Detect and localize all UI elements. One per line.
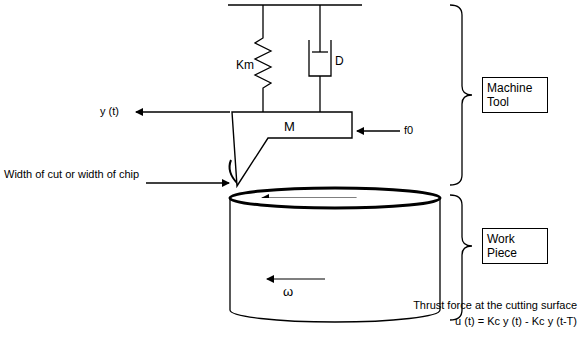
damper-symbol [309, 5, 331, 112]
label-box: Machine Tool [482, 77, 548, 113]
mass-block: M [228, 110, 356, 190]
symbol-label: Km [236, 58, 254, 72]
force-arrow [357, 130, 400, 131]
brace [450, 5, 472, 185]
signal-label: y (t) [100, 104, 119, 118]
symbol-label: ω [283, 285, 293, 299]
spring-symbol [255, 5, 271, 112]
symbol-label: D [335, 54, 344, 68]
signal-label: f0 [404, 123, 413, 137]
displacement-arrow [136, 111, 230, 112]
part-label: Work Piece [487, 232, 543, 260]
note: Width of cut or width of chip [4, 167, 142, 181]
note: Thrust force at the cutting surface [413, 298, 577, 312]
ceiling [228, 4, 362, 6]
label-box: Work Piece [482, 228, 548, 264]
leader-arrow [146, 182, 229, 183]
symbol-label: M [284, 120, 295, 134]
part-label: Machine Tool [487, 81, 543, 109]
equation: u (t) = Kc y (t) - Kc y (t-T) [455, 314, 577, 328]
